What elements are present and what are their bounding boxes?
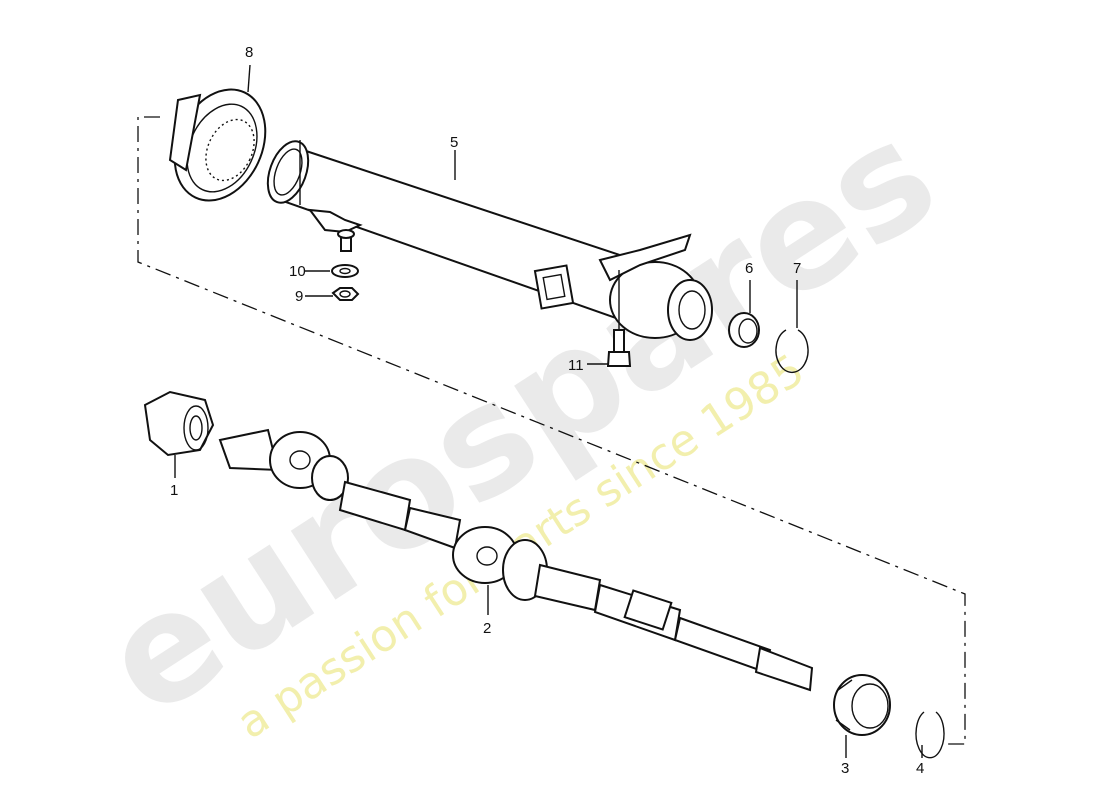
part-stud bbox=[337, 229, 355, 252]
part-8-boot bbox=[168, 64, 267, 202]
callout-6: 6 bbox=[745, 260, 753, 277]
part-1-hex-nut bbox=[143, 390, 215, 478]
part-2-intermediate-shaft bbox=[218, 428, 814, 692]
callout-5: 5 bbox=[450, 134, 458, 151]
assembly-frame bbox=[137, 116, 966, 745]
part-9-nut bbox=[305, 287, 360, 301]
callout-1: 1 bbox=[170, 482, 178, 499]
part-3-bearing bbox=[833, 674, 891, 758]
part-10-washer bbox=[305, 264, 359, 278]
callout-2: 2 bbox=[483, 620, 491, 637]
callout-4: 4 bbox=[916, 760, 924, 777]
callout-10: 10 bbox=[289, 263, 306, 280]
part-4-circlip bbox=[915, 711, 945, 759]
callout-8: 8 bbox=[245, 44, 253, 61]
callout-11: 11 bbox=[568, 357, 584, 374]
callout-labels: 8 5 10 9 6 7 11 1 2 3 4 bbox=[170, 44, 924, 777]
callout-3: 3 bbox=[841, 760, 849, 777]
part-11-bolt bbox=[587, 270, 632, 367]
callout-9: 9 bbox=[295, 288, 303, 305]
part-5-column-tube bbox=[266, 140, 713, 341]
callout-7: 7 bbox=[793, 260, 801, 277]
part-7-circlip bbox=[775, 280, 809, 374]
part-6-bushing bbox=[728, 280, 760, 348]
